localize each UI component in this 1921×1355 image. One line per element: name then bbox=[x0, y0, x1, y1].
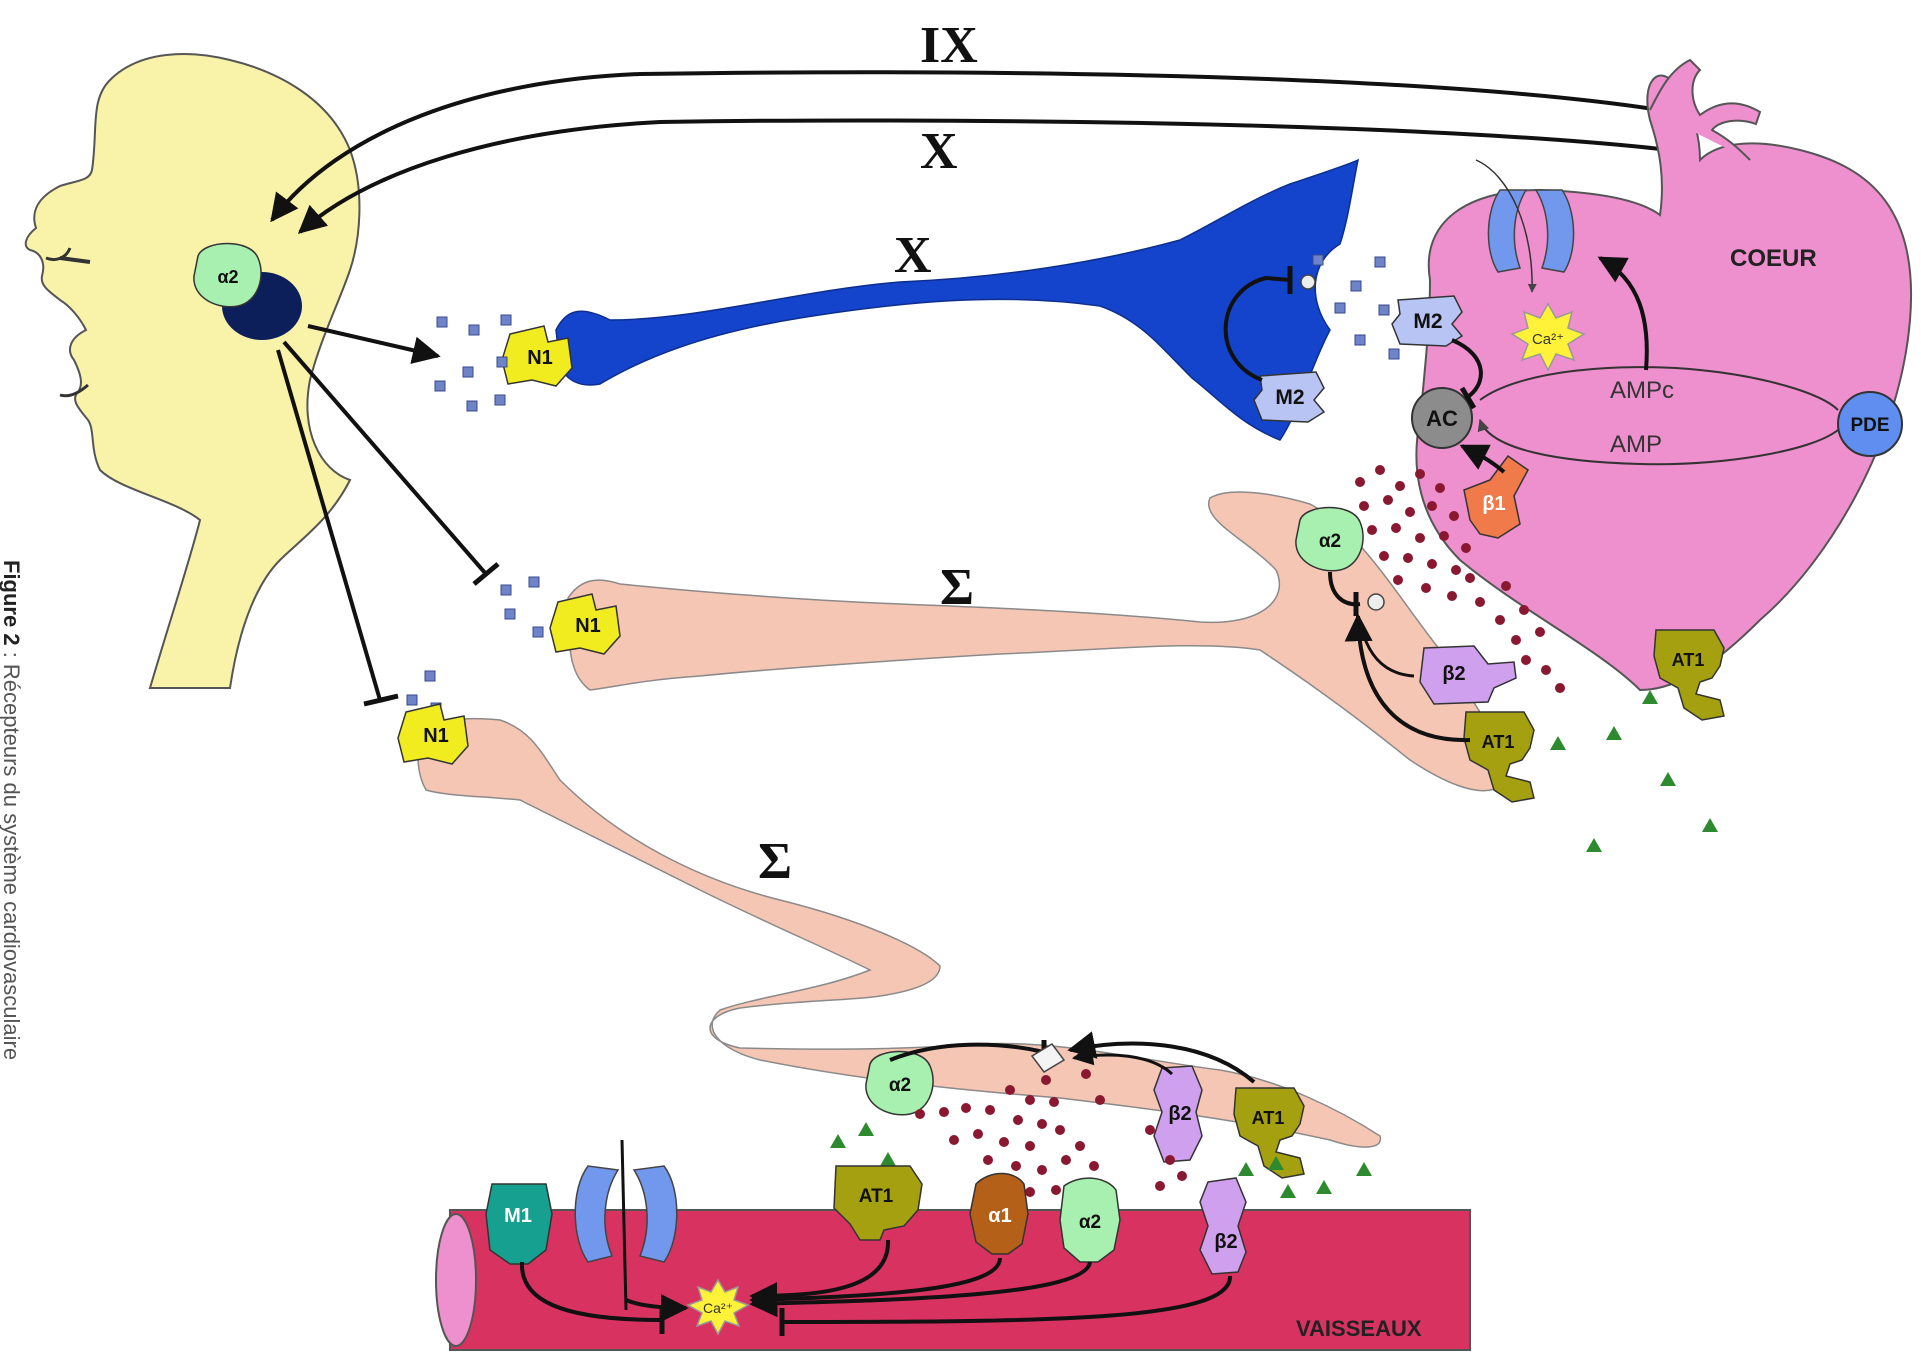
at1-receptor-heart: AT1 bbox=[1654, 630, 1724, 720]
vessel-ca-label: Ca²⁺ bbox=[703, 1300, 733, 1316]
vessel-label: VAISSEAUX bbox=[1296, 1316, 1422, 1341]
alpha2-vessel-post-label: α2 bbox=[1079, 1212, 1101, 1233]
vagal-terminal-vesicle bbox=[1301, 275, 1315, 289]
beta2-vessel-presynaptic-label: β2 bbox=[1168, 1103, 1191, 1125]
blood-vessel-lumen bbox=[436, 1214, 476, 1346]
m1-label: M1 bbox=[504, 1205, 532, 1227]
nerve-x-efferent-label: X bbox=[894, 227, 932, 284]
heart-label: COEUR bbox=[1730, 245, 1817, 272]
alpha2-heart-label: α2 bbox=[1319, 531, 1341, 552]
ac-enzyme: AC bbox=[1412, 388, 1472, 448]
m2-receptor-heart: M2 bbox=[1392, 296, 1462, 346]
at1-heart-label: AT1 bbox=[1672, 650, 1705, 670]
n1-vagal-label: N1 bbox=[527, 347, 553, 369]
alpha2-label: α2 bbox=[217, 267, 238, 287]
heart-ca-label: Ca²⁺ bbox=[1532, 331, 1564, 348]
at1-vessel-presynaptic-label: AT1 bbox=[1252, 1108, 1285, 1128]
vagal-efferent-fiber bbox=[556, 160, 1358, 440]
alpha1-label: α1 bbox=[988, 1205, 1011, 1227]
m1-receptor-vessel: M1 bbox=[486, 1184, 552, 1264]
sympathetic-heart-fiber bbox=[568, 492, 1505, 791]
nerve-ix-label: IX bbox=[920, 17, 978, 74]
brain-to-vagal-arrow bbox=[308, 326, 438, 356]
sympathetic-heart-vesicle bbox=[1368, 594, 1384, 610]
beta1-label: β1 bbox=[1482, 493, 1505, 515]
at1-receptor-vessel-presynaptic: AT1 bbox=[1234, 1088, 1304, 1178]
figure-caption-label: Figure 2 bbox=[0, 560, 24, 646]
m2-heart-label: M2 bbox=[1413, 310, 1442, 333]
ampc-label: AMPc bbox=[1610, 377, 1674, 404]
at1-vessel-label: AT1 bbox=[859, 1186, 894, 1207]
figure-caption: Figure 2 : Récepteurs du système cardiov… bbox=[0, 560, 28, 1320]
m2-receptor-presynaptic: M2 bbox=[1254, 372, 1324, 422]
n1-sympathetic-vessel-label: N1 bbox=[423, 725, 449, 747]
m2-presynaptic-label: M2 bbox=[1275, 386, 1304, 409]
nerve-x-upper-label: X bbox=[920, 123, 958, 180]
amp-label: AMP bbox=[1610, 431, 1662, 458]
sigma-vessel-label: Σ bbox=[758, 833, 792, 890]
sigma-heart-label: Σ bbox=[940, 559, 974, 616]
at1-heart-presynaptic-label: AT1 bbox=[1482, 732, 1515, 752]
alpha2-vessel-label: α2 bbox=[889, 1075, 911, 1096]
alpha2-receptor-brain: α2 bbox=[194, 244, 261, 307]
alpha2-receptor-vessel: α2 bbox=[1060, 1178, 1120, 1262]
beta2-receptor-heart-presynaptic: β2 bbox=[1420, 646, 1516, 704]
n1-sympathetic-heart-label: N1 bbox=[575, 615, 601, 637]
alpha2-receptor-vessel-presynaptic: α2 bbox=[866, 1052, 933, 1115]
pde-enzyme: PDE bbox=[1838, 392, 1902, 456]
alpha2-receptor-heart-presynaptic: α2 bbox=[1296, 508, 1363, 571]
beta2-receptor-vessel-presynaptic: β2 bbox=[1154, 1066, 1202, 1162]
ac-label: AC bbox=[1426, 406, 1458, 431]
alpha1-receptor-vessel: α1 bbox=[970, 1174, 1028, 1255]
beta2-heart-label: β2 bbox=[1442, 663, 1465, 685]
figure-caption-text: : Récepteurs du système cardiovasculaire bbox=[0, 646, 24, 1061]
pde-label: PDE bbox=[1850, 415, 1889, 436]
beta2-vessel-label: β2 bbox=[1214, 1231, 1237, 1253]
n1-receptor-sympathetic-vessel: N1 bbox=[398, 704, 468, 764]
